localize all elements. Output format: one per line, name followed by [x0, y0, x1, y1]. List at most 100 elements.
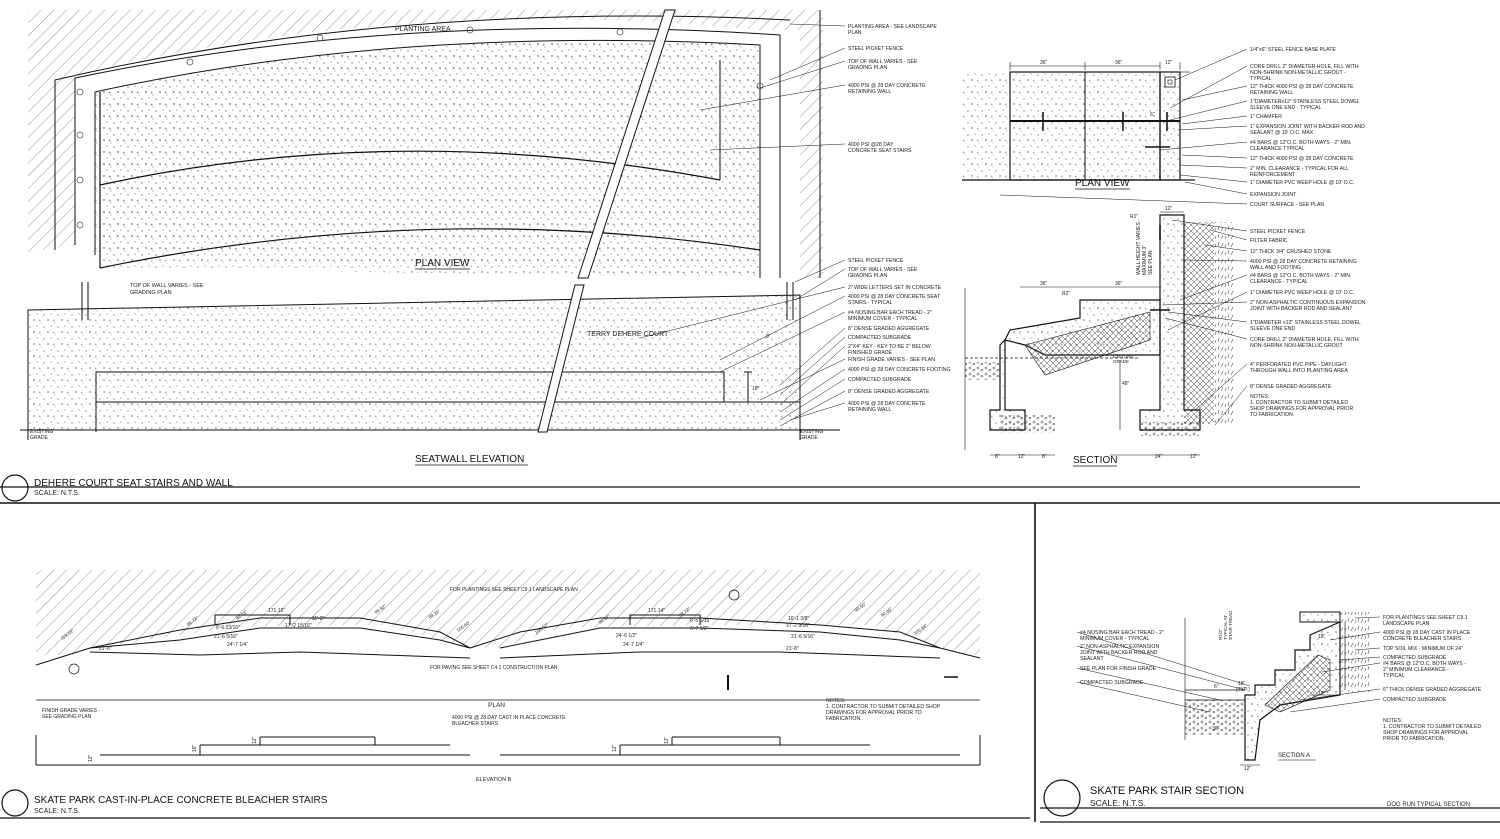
- bleacher-note-1: NOTES:: [826, 698, 845, 704]
- bleacher-angle-dim-9: 89.72": [678, 606, 692, 618]
- elevation-dim-4: 12": [612, 744, 618, 752]
- tread-note-3: STAIR TREAD: [1228, 610, 1233, 640]
- elevation-note-9: FINISH GRADE VARIES - SEE PLAN: [848, 357, 935, 363]
- section-dim-8b: 8": [1042, 454, 1047, 460]
- stair-right-note-2: 4000 PSI @ 28 DAY CAST IN PLACE: [1383, 630, 1471, 636]
- bleacher-angle-dim-5: 89.25": [428, 608, 442, 620]
- section-note-6: 1" DIAMETER PVC WEEP HOLE @ 10' O.C.: [1250, 290, 1354, 296]
- stair-right-note-5-line3: TYPICAL: [1383, 673, 1405, 679]
- section-note-leader-11: [1214, 385, 1248, 426]
- stair-right-note-leader-6: [1299, 688, 1381, 701]
- elevation-note-6: 8" DENSE GRADED AGGREGATE: [848, 326, 930, 332]
- stair-left-note-leader-3: [1076, 667, 1221, 701]
- section-note-7: 2" NON-ASPHALTIC CONTINUOUS EXPANSION: [1250, 300, 1366, 306]
- section-note-4: 4000 PSI @ 28 DAY CONCRETE RETAINING: [1250, 259, 1357, 265]
- detail-plan-note-6: 1" EXPANSION JOINT WITH BACKER ROD AND: [1250, 124, 1365, 130]
- plan-view-note-leader-2: [769, 47, 846, 81]
- detail-plan-note-leader-6: [1177, 125, 1248, 131]
- section-note-leader-3: [1204, 244, 1248, 252]
- plan-view-note-leader-5: [709, 143, 846, 151]
- elevation-b-label: ELEVATION B: [476, 777, 512, 783]
- bleacher-left-dim-3: 21'-6 5/16": [214, 634, 238, 640]
- tread-note-2: TYPICAL AT: [1223, 615, 1228, 640]
- detail-plan-note-9: 2" MIN. CLEARANCE - TYPICAL FOR ALL: [1250, 166, 1349, 172]
- detail-plan-note-8: 12" THICK 4000 PSI @ 28 DAY CONCRETE: [1250, 156, 1354, 162]
- bleacher-plan-label: PLAN: [488, 702, 505, 709]
- plan-view-note-4: 4000 PSI @ 28 DAY CONCRETE: [848, 83, 926, 89]
- stair-dim-36: 36": [1212, 726, 1220, 732]
- elevation-note-3: 2" WIDE LETTERS SET IN CONCRETE: [848, 285, 942, 291]
- bleacher-right-dim-7: 21'-6 5/16": [791, 634, 815, 640]
- detail-plan-view-label: PLAN VIEW: [1075, 178, 1130, 189]
- section-note-12-line2: 1. CONTRACTOR TO SUBMIT DETAILED: [1250, 400, 1348, 406]
- elev-dim-9: 9": [766, 334, 771, 340]
- detail-plan-note-2: CORE DRILL 2" DIAMETER HOLE, FILL WITH: [1250, 64, 1359, 70]
- finish-grade-note-1: FINISH GRADE VARIES -: [42, 708, 100, 714]
- bleacher-right-dim-9: 171.14": [648, 608, 665, 614]
- bleacher-left-dim-4: 8'-6 13/16": [216, 625, 240, 631]
- elevation-dim-2: 18": [192, 744, 198, 752]
- detail-plan-note-2-line3: TYPICAL: [1250, 76, 1272, 82]
- stair-right-note-1-line2: LANDSCAPE PLAN: [1383, 621, 1430, 627]
- detail-plan-note-leader-10: [1179, 174, 1248, 183]
- section-note-8: 1"DIAMETER x12" STAINLESS STEEL DOWEL: [1250, 320, 1361, 326]
- stair-right-note-4: COMPACTED SUBGRADE: [1383, 655, 1447, 661]
- detail-plan-note-leader-3: [1181, 85, 1248, 101]
- section-note-leader-1: [1171, 219, 1248, 232]
- bleacher-angle-dim-4: 89.92": [374, 603, 388, 615]
- detail-plan-note-11: EXPANSION JOINT: [1250, 192, 1297, 198]
- bleacher-note-1-line4: FABRICATION.: [826, 716, 862, 722]
- bleacher-right-dim-1: 6'-5 5/16": [690, 618, 711, 624]
- existing-grade-right: EXISTING: [800, 429, 823, 435]
- elevation-note-leader-13: [789, 402, 846, 421]
- bleacher-left-dim-5: 17'-2 15/16": [285, 623, 312, 629]
- elevation-note-7: COMPACTED SUBGRADE: [848, 335, 912, 341]
- detail-plan-dim-4: 6": [1150, 112, 1155, 118]
- section-dim-24: 24": [1155, 454, 1163, 460]
- section-note-11: 8" DENSE GRADED AGGREGATE: [1250, 384, 1332, 390]
- bleacher-right-dim-4: 24'-7 1/4": [623, 642, 644, 648]
- elev-dim-18: 18": [752, 386, 760, 392]
- section-note-8-line2: SLEEVE ONE END: [1250, 326, 1296, 332]
- section-dim-12c: 12": [1190, 454, 1198, 460]
- stair-left-note-4: COMPACTED SUBGRADE: [1080, 680, 1144, 686]
- elevation-note-leader-8: [779, 345, 846, 406]
- bleacher-left-dim-7: 171.16": [268, 608, 285, 614]
- section-note-9-line2: NON-SHRINK NON-METALLIC GROUT: [1250, 343, 1344, 349]
- plan-view-note-1-line2: PLAN: [848, 30, 862, 36]
- detail-plan-note-leader-1: [1174, 48, 1248, 81]
- section-note-3: 12" THICK 3/4" CRUSHED STONE: [1250, 249, 1332, 255]
- bleacher-notes: NOTES:1. CONTRACTOR TO SUBMIT DETAILED S…: [826, 698, 941, 722]
- elevation-note-1: STEEL PICKET FENCE: [848, 258, 904, 264]
- elevation-note-13-line2: RETAINING WALL: [848, 407, 891, 413]
- section-note-12-line4: TO FABRICATION.: [1250, 412, 1294, 418]
- bleacher-angle-dim-2: 90.73": [186, 615, 200, 627]
- elevation-note-leader-5: [719, 311, 846, 373]
- stair-right-note-leader-3: [1354, 647, 1381, 651]
- section-note-leader-6: [1167, 291, 1248, 331]
- stair-right-note-8-line2: 1. CONTRACTOR TO SUBMIT DETAILED: [1383, 724, 1481, 730]
- detail-plan-note-leader-7: [1159, 141, 1248, 151]
- elevation-note-leader-2: [794, 268, 846, 301]
- stair-right-note-leader-5: [1321, 662, 1381, 673]
- detail-plan-note-leader-8: [1181, 154, 1248, 159]
- stair-right-note-2-line2: CONCRETE BLEACHER STAIRS: [1383, 636, 1462, 642]
- section-note-7-line2: JOINT WITH BACKER ROD AND SEALANT: [1250, 306, 1353, 312]
- section-note-leader-4: [1183, 259, 1248, 262]
- elevation-dim-5: 12": [664, 736, 670, 744]
- detail-plan-dim-2: 36": [1115, 60, 1123, 66]
- elevation-note-leader-6: [779, 327, 846, 386]
- skate-park-stair-section: 18" (TYP.) 6" 18" 12" 12" 36" R1/2" TYPI…: [1076, 610, 1482, 772]
- elevation-note-8: 2"X4" KEY - KEY TO BE 2" BELOW: [848, 344, 931, 350]
- elevation-note-13: 4000 PSI @ 28 DAY CONCRETE: [848, 401, 926, 407]
- section-note-leader-8: [1167, 311, 1248, 323]
- elevation-note-leader-10: [779, 368, 846, 413]
- seatwall-elevation-label: SEATWALL ELEVATION: [415, 454, 524, 465]
- section-label: SECTION: [1073, 455, 1117, 466]
- stair-right-note-8-line3: SHOP DRAWINGS FOR APPROVAL: [1383, 730, 1469, 736]
